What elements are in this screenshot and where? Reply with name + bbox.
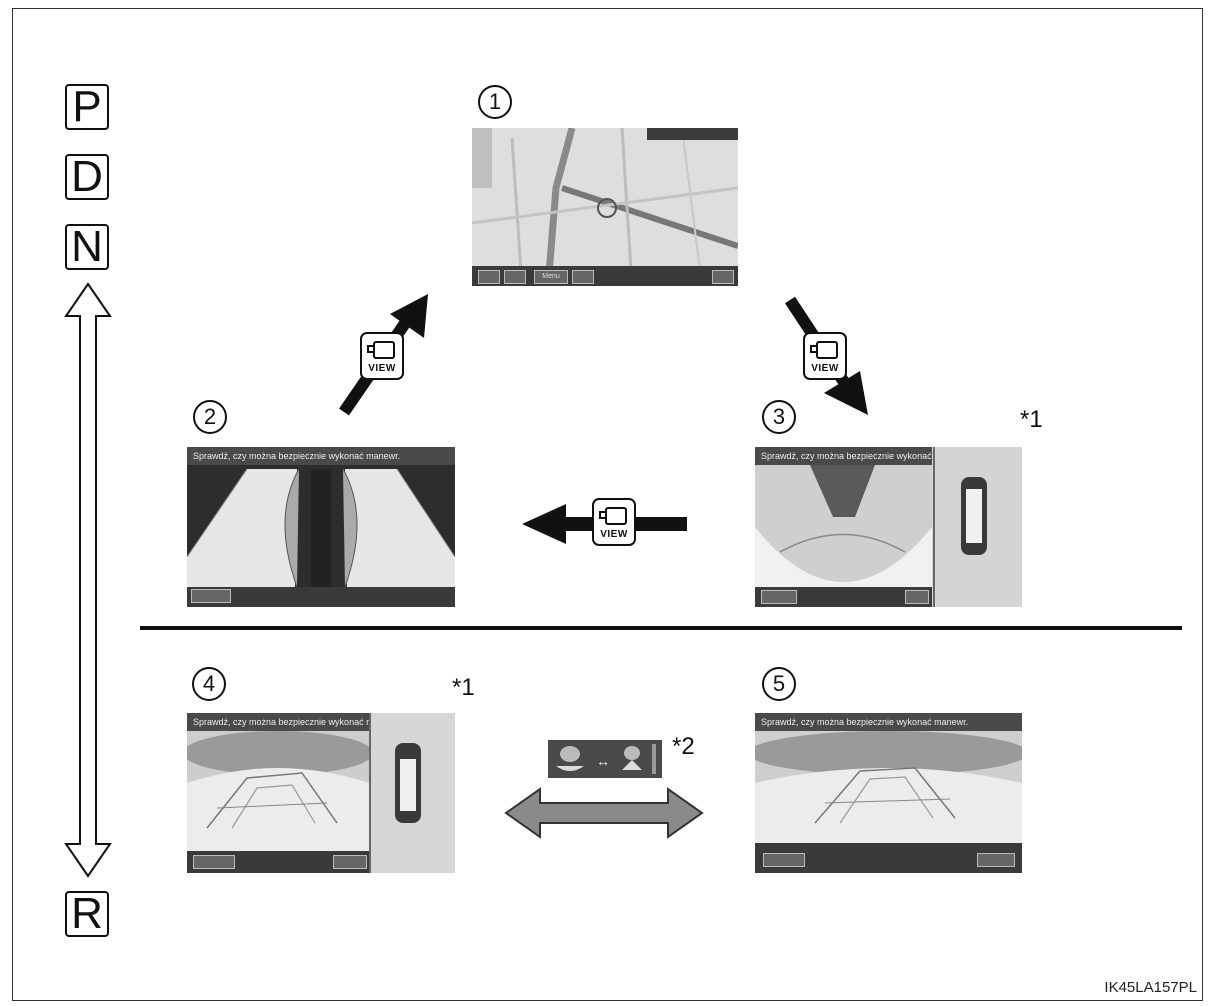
- gear-r: R: [65, 891, 109, 937]
- view-button-icon-middle: VIEW: [592, 498, 636, 546]
- gear-d: D: [65, 154, 109, 200]
- diagram-frame: [12, 8, 1203, 1001]
- camera-icon: [599, 507, 627, 525]
- note-2-toggle: *2: [672, 733, 695, 760]
- note-1-screen-4: *1: [452, 674, 475, 701]
- screen-2-caption: Sprawdź, czy można bezpiecznie wykonać m…: [187, 447, 455, 465]
- step-number-5: 5: [762, 667, 796, 701]
- step-number-1: 1: [478, 85, 512, 119]
- map-graphic: [472, 128, 738, 286]
- map-button-2: [504, 270, 526, 284]
- map-menu-button: Menu: [534, 270, 568, 284]
- view-button-label: VIEW: [368, 363, 396, 374]
- note-1-screen-3: *1: [1020, 406, 1043, 433]
- side-view-graphic: [187, 468, 455, 607]
- rear-view-wide-graphic: [755, 731, 1022, 873]
- screen-1-map: Menu: [472, 128, 738, 286]
- divider-line: [140, 626, 1182, 630]
- screen-4-caption: Sprawdź, czy można bezpiecznie wykonać m…: [187, 713, 369, 731]
- step-number-2: 2: [193, 400, 227, 434]
- screen-5-button-right: [977, 853, 1015, 867]
- view-button-icon-right: VIEW: [803, 332, 847, 380]
- map-button-3: [572, 270, 594, 284]
- screen-3-button-left: [761, 590, 797, 604]
- screen-5-rear-view-wide: Sprawdź, czy można bezpiecznie wykonać m…: [755, 713, 1022, 873]
- view-button-label: VIEW: [811, 363, 839, 374]
- vertical-double-arrow: [64, 282, 112, 878]
- view-button-label: VIEW: [600, 529, 628, 540]
- front-view-graphic: [755, 447, 1022, 607]
- screen-4-button-right: [333, 855, 367, 869]
- view-toggle-icon: ↔: [548, 740, 662, 778]
- camera-icon: [810, 341, 838, 359]
- screen-2-side-view: Sprawdź, czy można bezpiecznie wykonać m…: [187, 447, 455, 607]
- map-button-1: [478, 270, 500, 284]
- view-button-icon-left: VIEW: [360, 332, 404, 380]
- toggle-double-arrow: [504, 787, 704, 839]
- step-number-3: 3: [762, 400, 796, 434]
- screen-3-front-view: Sprawdź, czy można bezpiecznie wykonać m…: [755, 447, 1022, 607]
- camera-icon: [367, 341, 395, 359]
- screen-2-button: [191, 589, 231, 603]
- screen-5-button-left: [763, 853, 805, 867]
- rear-view-split-graphic: [187, 713, 455, 873]
- gear-n: N: [65, 224, 109, 270]
- map-button-4: [712, 270, 734, 284]
- screen-3-button-right: [905, 590, 929, 604]
- image-code: IK45LA157PL: [1104, 979, 1197, 996]
- screen-4-button-left: [193, 855, 235, 869]
- screen-3-caption: Sprawdź, czy można bezpiecznie wykonać m…: [755, 447, 932, 465]
- step-number-4: 4: [192, 667, 226, 701]
- screen-4-rear-view-split: Sprawdź, czy można bezpiecznie wykonać m…: [187, 713, 455, 873]
- svg-text:↔: ↔: [596, 753, 610, 769]
- screen-5-caption: Sprawdź, czy można bezpiecznie wykonać m…: [755, 713, 1022, 731]
- gear-p: P: [65, 84, 109, 130]
